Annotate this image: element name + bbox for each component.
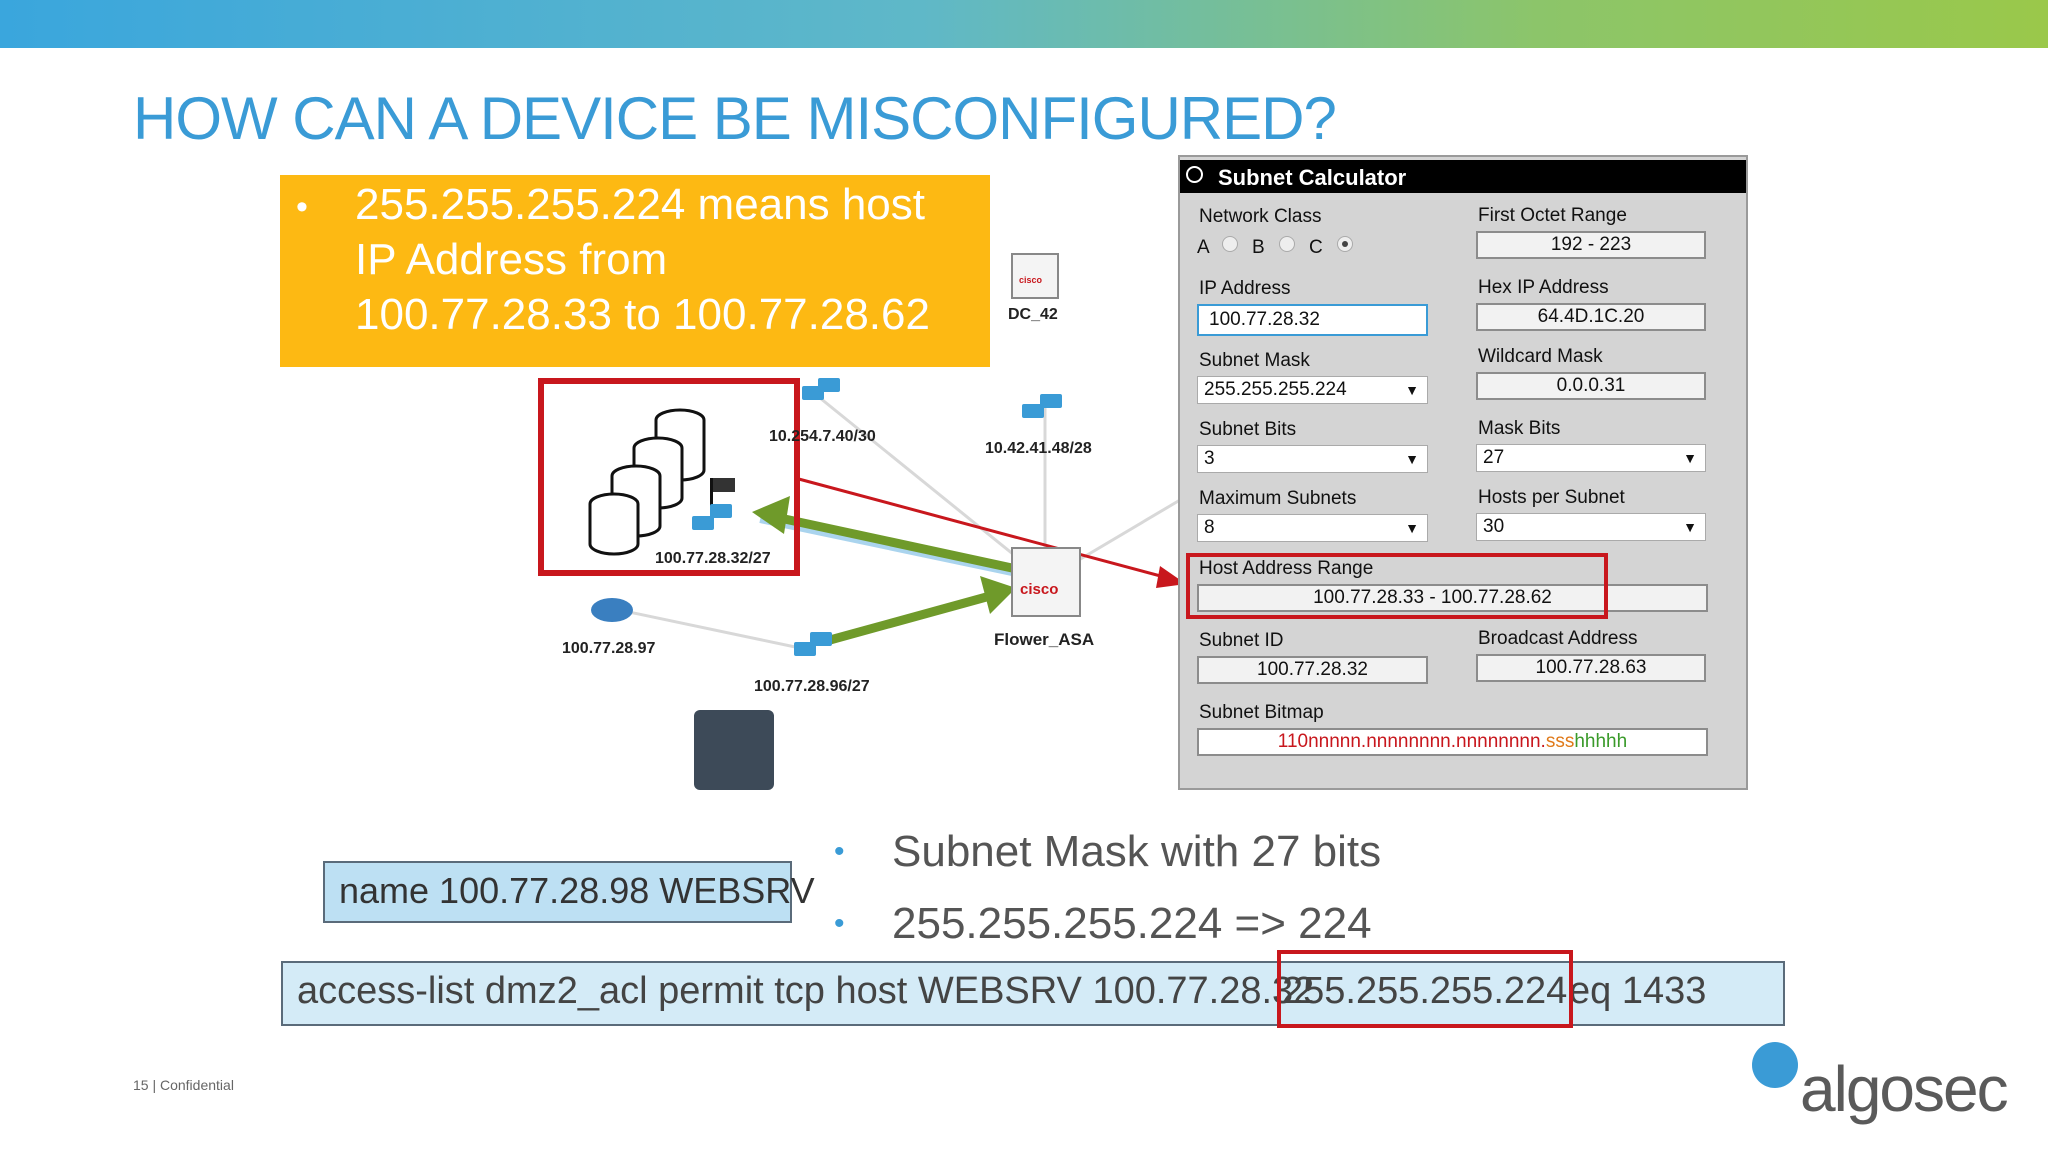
chevron-down-icon: ▼ (1405, 382, 1419, 398)
max-subnets-select[interactable]: 8▼ (1197, 514, 1428, 542)
top-banner (0, 0, 2048, 48)
dc-label: DC_42 (1008, 306, 1058, 323)
acl-text-part1: access-list dmz2_acl permit tcp host WEB… (297, 970, 1315, 1012)
flag-pole (710, 478, 713, 508)
subnet-id-field: 100.77.28.32 (1197, 656, 1428, 684)
callout-bullet: • (296, 188, 308, 226)
slide-title: HOW CAN A DEVICE BE MISCONFIGURED? (133, 85, 1337, 152)
max-subnets-value: 8 (1204, 517, 1215, 538)
algosec-logo-icon (1752, 1042, 1798, 1088)
router-icon (591, 598, 633, 622)
router-label: 100.77.28.97 (562, 640, 656, 657)
net-label-host: 100.77.28.32/27 (655, 550, 771, 567)
slide-footer: 15 | Confidential (133, 1077, 234, 1093)
callout-box (280, 175, 990, 367)
subnet-mask-value: 255.255.255.224 (1204, 379, 1347, 400)
hex-ip-field: 64.4D.1C.20 (1476, 303, 1706, 331)
host-range-field: 100.77.28.33 - 100.77.28.62 (1197, 584, 1708, 612)
acl-command-box (281, 961, 1785, 1026)
hex-ip-label: Hex IP Address (1478, 277, 1609, 298)
class-c-radio[interactable] (1337, 236, 1353, 252)
hosts-value: 30 (1483, 516, 1505, 537)
green-arrow-line (779, 513, 1013, 573)
flag-icon (713, 478, 735, 492)
subnet-bits-label: Subnet Bits (1199, 419, 1297, 440)
acl-text-mask: 255.255.255.224 (1282, 970, 1568, 1012)
acl-mask-highlight (1277, 950, 1573, 1028)
computers-icon (692, 378, 1062, 656)
net-label-10-42: 10.42.41.48/28 (985, 440, 1092, 457)
link-line (759, 517, 1046, 583)
calculator-title: Subnet Calculator (1218, 165, 1407, 190)
database-stack-icon (588, 408, 706, 556)
bitmap-host-bits: hhhhh (1574, 731, 1628, 752)
bullet-dot-2: • (834, 907, 845, 940)
red-arrow-line (794, 476, 1169, 580)
host-range-highlight (1186, 553, 1608, 619)
chevron-down-icon: ▼ (1405, 451, 1419, 467)
ip-address-label: IP Address (1199, 278, 1291, 299)
dc-switch-icon (1011, 253, 1059, 299)
asa-label: Flower_ASA (994, 630, 1095, 649)
network-class-label: Network Class (1199, 206, 1322, 227)
green-arrow-head (980, 576, 1016, 614)
broadcast-field: 100.77.28.63 (1476, 654, 1706, 682)
subnet-bitmap-field: 110nnnnn.nnnnnnnn.nnnnnnnn.ssshhhhh (1197, 728, 1708, 756)
chevron-down-icon: ▼ (1683, 450, 1697, 466)
class-b-label: B (1252, 237, 1265, 258)
ip-address-input[interactable]: 100.77.28.32 (1197, 304, 1428, 336)
link-line (609, 606, 801, 650)
net-label-10-254: 10.254.7.40/30 (769, 428, 876, 445)
broadcast-label: Broadcast Address (1478, 628, 1638, 649)
mask-bits-value: 27 (1483, 447, 1505, 468)
name-command-box (323, 861, 792, 923)
bitmap-subnet-bits: sss (1545, 731, 1575, 752)
cisco-logo-small: cisco (1019, 275, 1043, 285)
mask-bits-select[interactable]: 27 ▼ (1476, 444, 1706, 472)
host-subnet-highlight (538, 378, 800, 576)
class-c-label: C (1309, 237, 1323, 258)
subnet-mask-select[interactable]: 255.255.255.224 ▼ (1197, 376, 1428, 404)
class-a-radio[interactable] (1222, 236, 1238, 252)
subnet-id-label: Subnet ID (1199, 630, 1284, 651)
mask-bits-label: Mask Bits (1478, 418, 1561, 439)
host-range-label: Host Address Range (1199, 558, 1374, 579)
green-arrow-head (752, 496, 790, 534)
calculator-titlebar (1180, 160, 1746, 193)
subnet-mask-label: Subnet Mask (1199, 350, 1310, 371)
subnet-bits-value: 3 (1204, 448, 1215, 469)
algosec-logo: algosec (1800, 1053, 2009, 1125)
server-icon (694, 710, 774, 790)
class-a-label: A (1197, 237, 1210, 258)
callout-line-1: 255.255.255.224 means host (355, 180, 926, 229)
max-subnets-label: Maximum Subnets (1199, 488, 1357, 509)
subnet-bits-select[interactable]: 3▼ (1197, 445, 1428, 473)
wildcard-field: 0.0.0.31 (1476, 372, 1706, 400)
green-arrow-line (828, 591, 992, 645)
hosts-select[interactable]: 30 ▼ (1476, 513, 1706, 541)
subnet-bitmap-label: Subnet Bitmap (1199, 702, 1324, 723)
window-circle-icon[interactable] (1186, 166, 1203, 183)
first-octet-field: 192 - 223 (1476, 231, 1706, 259)
class-b-radio[interactable] (1279, 236, 1295, 252)
callout-line-2: IP Address from (355, 235, 668, 284)
chevron-down-icon: ▼ (1405, 520, 1419, 536)
net-label-96: 100.77.28.96/27 (754, 678, 870, 695)
bullet-mask-bits: Subnet Mask with 27 bits (892, 827, 1382, 876)
link-line (819, 396, 1046, 582)
wildcard-label: Wildcard Mask (1478, 346, 1603, 367)
chevron-down-icon: ▼ (1683, 519, 1697, 535)
bitmap-network-bits: 110nnnnn.nnnnnnnn.nnnnnnnn. (1277, 731, 1546, 752)
hosts-label: Hosts per Subnet (1478, 487, 1625, 508)
bullet-dot-1: • (834, 835, 845, 868)
callout-line-3: 100.77.28.33 to 100.77.28.62 (355, 290, 930, 339)
firewall-icon (1011, 547, 1081, 617)
name-command-text: name 100.77.28.98 WEBSRV (339, 870, 815, 911)
first-octet-label: First Octet Range (1478, 205, 1627, 226)
acl-text-part3: eq 1433 (1569, 970, 1707, 1012)
cisco-logo-text: cisco (1020, 581, 1059, 598)
bullet-mask-224: 255.255.255.224 => 224 (892, 899, 1372, 948)
